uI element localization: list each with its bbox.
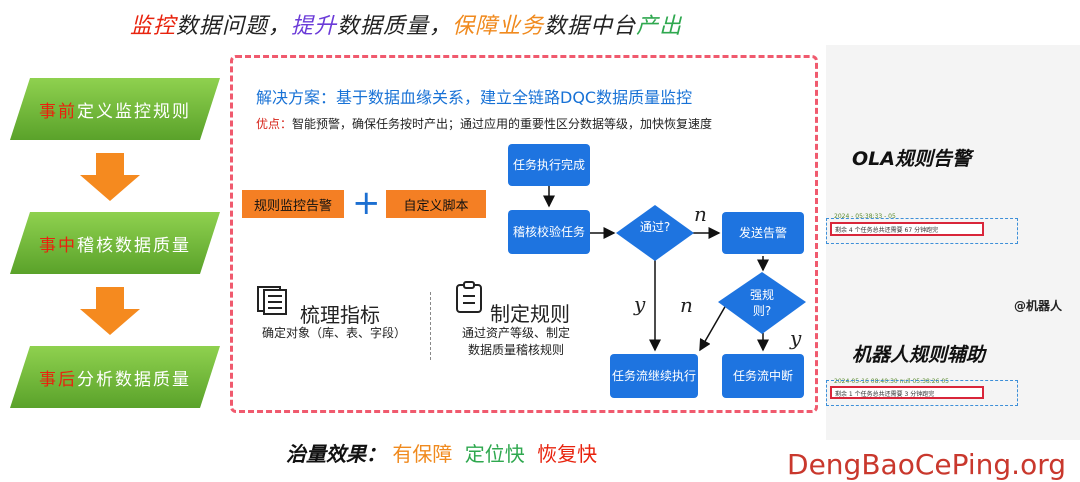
headline-part: 业务 xyxy=(498,14,545,39)
ola-alert-title: OLA规则告警 xyxy=(852,148,971,170)
rule-title: 制定规则 xyxy=(490,302,570,326)
step-lead: 事前 xyxy=(39,101,77,122)
solution-title: 解决方案：基于数据血缘关系，建立全链路DQC数据质量监控 xyxy=(256,88,693,107)
plus-icon: + xyxy=(352,183,381,223)
flow-label-y: y xyxy=(634,292,646,316)
rule-subtitle-2: 数据质量稽核规则 xyxy=(468,343,565,357)
bot-message-frame xyxy=(826,380,1018,406)
send-alert-node: 发送告警 xyxy=(722,212,804,254)
advantages-text: 智能预警，确保任务按时产出；通过应用的重要性区分数据等级，加快恢复速度 xyxy=(292,117,713,131)
alert-message: 剩余 4 个任务总共还需要 67 分钟跑完 xyxy=(830,222,984,236)
effect-label: 治量效果： xyxy=(286,442,386,466)
bot-mention: @机器人 xyxy=(1014,299,1063,313)
audit-task-node: 稽核校验任务 xyxy=(508,210,590,254)
headline-part: 保障 xyxy=(452,14,499,39)
task-done-node: 任务执行完成 xyxy=(508,144,590,186)
bot-message: 剩余 1 个任务总共还需要 3 分钟跑完 xyxy=(830,386,984,399)
step-text: 稽核数据质量 xyxy=(77,235,191,256)
step-lead: 事中 xyxy=(39,235,77,256)
headline: 监控数据问题，提升数据质量，保障 业务数据中台产出 xyxy=(130,8,682,40)
down-arrow-icon xyxy=(80,287,140,335)
down-arrow-icon xyxy=(80,153,140,201)
advantages-key: 优点： xyxy=(256,117,293,131)
rule-subtitle-1: 通过资产等级、制定 xyxy=(462,326,571,340)
headline-part: 产出 xyxy=(636,14,683,39)
solution-advantages: 优点：智能预警，确保任务按时产出；通过应用的重要性区分数据等级，加快恢复速度 xyxy=(256,115,712,132)
headline-part: 数据中台 xyxy=(544,14,637,39)
bot-rule-title: 机器人规则辅助 xyxy=(852,344,986,366)
step-after: 事后分析数据质量 xyxy=(10,346,220,408)
interrupt-node: 任务流中断 xyxy=(722,354,804,398)
continue-node: 任务流继续执行 xyxy=(610,354,698,398)
step-text: 分析数据质量 xyxy=(77,369,191,390)
clipboard-icon xyxy=(456,281,482,313)
rule-alert-box: 规则监控告警 xyxy=(242,190,344,218)
metric-title: 梳理指标 xyxy=(300,303,380,327)
flow-label-y: y xyxy=(790,326,802,350)
message-meta: 2024-05-16 08:40:30 null 05:38:26 05 xyxy=(834,378,949,385)
alert-message-frame xyxy=(826,218,1018,244)
metric-subtitle: 确定对象（库、表、字段） xyxy=(262,326,407,340)
message-meta: 2024 - 05:38:33 - 05 xyxy=(834,213,896,220)
pass-decision: 通过? xyxy=(639,220,671,234)
flow-label-n: n xyxy=(680,293,693,317)
right-panel xyxy=(826,45,1080,440)
strong-rule-decision: 强规则? xyxy=(749,288,774,318)
headline-part: 提升 xyxy=(291,14,338,39)
headline-part: 监控 xyxy=(130,14,177,39)
effect-line: 治量效果： 有保障 定位快 恢复快 xyxy=(286,438,597,467)
effect-item: 恢复快 xyxy=(537,442,598,466)
solution-panel xyxy=(230,55,818,413)
divider xyxy=(430,292,431,360)
flow-label-n: n xyxy=(694,202,707,226)
list-icon xyxy=(257,286,287,315)
step-text: 定义监控规则 xyxy=(77,101,191,122)
custom-script-box: 自定义脚本 xyxy=(386,190,486,218)
step-before: 事前定义监控规则 xyxy=(10,78,220,140)
effect-item: 定位快 xyxy=(464,442,525,466)
step-during: 事中稽核数据质量 xyxy=(10,212,220,274)
effect-item: 有保障 xyxy=(392,442,453,466)
watermark: DengBaoCePing.org xyxy=(787,448,1066,481)
headline-part: 数据问题， xyxy=(176,14,292,39)
step-lead: 事后 xyxy=(39,369,77,390)
headline-part: 数据质量， xyxy=(337,14,453,39)
